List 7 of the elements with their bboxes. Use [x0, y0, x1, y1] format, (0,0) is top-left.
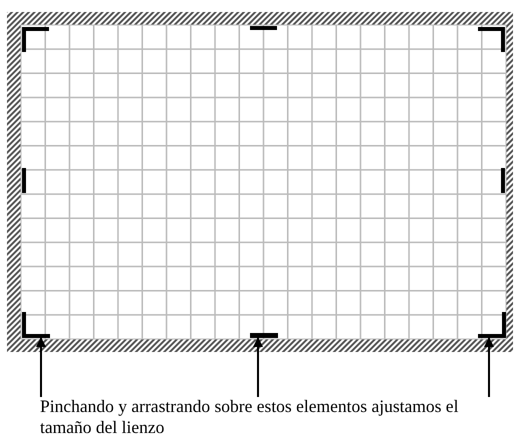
arrow: [36, 337, 46, 397]
resize-handle: [250, 333, 278, 338]
resize-handle: [22, 312, 50, 338]
caption-text: Pinchando y arrastrando sobre estos elementos ajustamos el tamaño del lienzo: [40, 396, 460, 438]
arrow: [484, 337, 494, 397]
resize-handle: [478, 312, 506, 338]
arrow: [253, 337, 263, 397]
